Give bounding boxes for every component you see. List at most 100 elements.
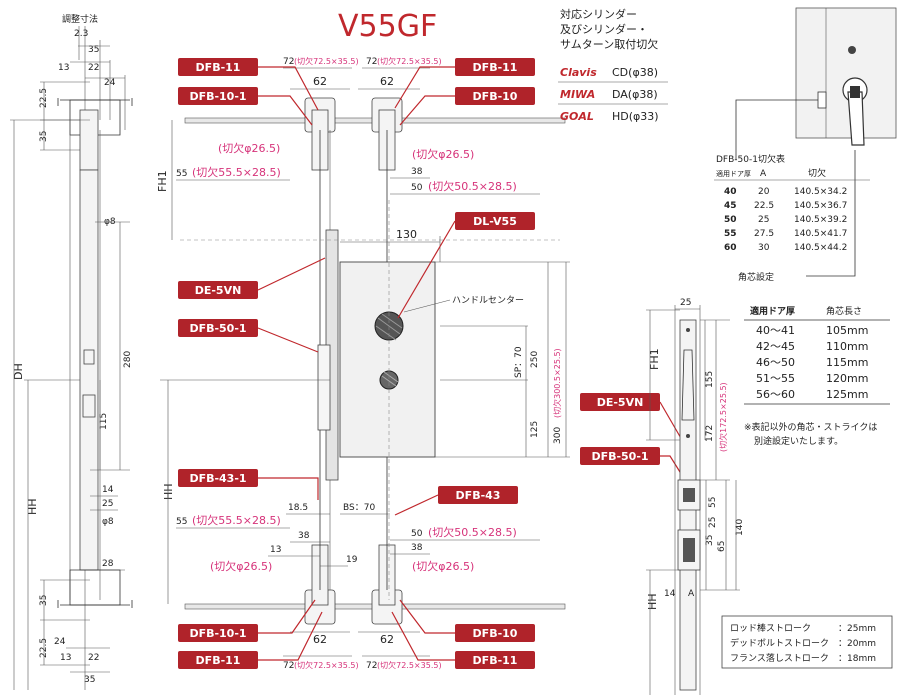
callout-dfb-10-1-bottom-left: DFB-10-1 [189, 627, 246, 640]
handle-center-label: ハンドルセンター [452, 295, 524, 306]
dfb501-r3-a: 27.5 [754, 229, 774, 239]
dfb501-header-cutout: 切欠 [808, 167, 826, 179]
stroke-rod-value: ：25mm [838, 624, 876, 634]
dim-72-bl: 72 [283, 661, 294, 671]
dim-72-tl: 72 [283, 57, 294, 67]
brand-goal: GOAL [560, 110, 594, 123]
dim-62-br: 62 [380, 633, 394, 646]
dim-dh: DH [12, 363, 25, 380]
dim-13-bottom: 13 [60, 653, 71, 663]
spindle-header-length: 角芯長さ [826, 305, 862, 317]
dim-22-bottom: 22 [88, 653, 99, 663]
cutout-title-line-2: 及びシリンダー・ [560, 22, 648, 36]
spindle-r4-length: 125mm [826, 388, 868, 401]
dim-35-right: 35 [705, 535, 715, 546]
dim-115: 115 [99, 413, 109, 430]
cutout-72-tl: (切欠72.5×35.5) [294, 56, 359, 66]
cutout-172-5: (切欠172.5×25.5) [718, 382, 728, 452]
stroke-flush-bolt-label: フランス落しストローク [730, 652, 829, 664]
stroke-flush-bolt-value: ：18mm [838, 654, 876, 664]
dim-172-right: 172 [705, 425, 715, 442]
brand-clavis: Clavis [560, 66, 597, 79]
callout-dfb-11-bottom-left: DFB-11 [196, 654, 241, 667]
dim-13-top: 13 [58, 63, 69, 73]
spindle-r4-thickness: 56～60 [756, 388, 795, 401]
spindle-r1-length: 110mm [826, 340, 868, 353]
dim-a-right: A [688, 589, 695, 599]
dim-65-right: 65 [717, 541, 727, 552]
dfb501-r0-cutout: 140.5×34.2 [794, 187, 847, 197]
dfb-50-1-cutout-table: DFB-50-1切欠表 適用ドア厚 A 切欠 40 20 140.5×34.2 … [714, 153, 870, 283]
dim-bs-70: BS：70 [343, 503, 375, 513]
cutout-phi26-5-tl: (切欠φ26.5) [218, 141, 280, 155]
dim-280: 280 [123, 351, 133, 368]
cutout-72-br: (切欠72.5×35.5) [377, 660, 442, 670]
cutout-72-bl: (切欠72.5×35.5) [294, 660, 359, 670]
dfb501-r4-cutout: 140.5×44.2 [794, 243, 847, 253]
cutout-title-line-3: サムターン取付切欠 [560, 37, 658, 51]
cutout-50-5-bottom: (切欠50.5×28.5) [428, 525, 517, 539]
dfb501-r4-a: 30 [758, 243, 770, 253]
dim-62-tr: 62 [380, 75, 394, 88]
right-side-view: 25 FH1 155 172 (切欠172.5×25.5) 55 25 35 1… [646, 298, 745, 695]
cutout-300-5: (切欠300.5×25.5) [552, 348, 562, 418]
callout-dfb-10-1-top-left: DFB-10-1 [189, 90, 246, 103]
dfb501-r2-cutout: 140.5×39.2 [794, 215, 847, 225]
spindle-r0-thickness: 40～41 [756, 324, 795, 337]
dim-18-5: 18.5 [288, 503, 308, 513]
dim-55-top: 55 [176, 169, 187, 179]
dim-fh1-right: FH1 [648, 348, 661, 370]
dim-62-tl: 62 [313, 75, 327, 88]
dfb501-header-a: A [760, 169, 767, 179]
dfb501-r0-thickness: 40 [724, 187, 737, 197]
stroke-rod-label: ロッド棒ストローク [730, 622, 811, 634]
center-main-view: 72 (切欠72.5×35.5) 72 (切欠72.5×35.5) 62 62 … [156, 56, 570, 671]
callout-dfb-11-top-right: DFB-11 [473, 61, 518, 74]
dim-250: 250 [530, 351, 540, 368]
cylinder-cutout-table: 対応シリンダー 及びシリンダー・ サムターン取付切欠 Clavis CD(φ38… [558, 7, 668, 123]
cutout-72-tr: (切欠72.5×35.5) [377, 56, 442, 66]
dim-25-left: 25 [102, 499, 113, 509]
code-goal: HD(φ33) [612, 110, 659, 123]
dfb501-r4-thickness: 60 [724, 243, 737, 253]
cutout-55-5-bottom: (切欠55.5×28.5) [192, 513, 281, 527]
callout-de-5vn: DE-5VN [195, 284, 242, 297]
brand-miwa: MIWA [560, 88, 595, 101]
dim-35-top: 35 [88, 45, 99, 55]
adjust-dimension-header: 調整寸法 [62, 13, 98, 25]
dim-19: 19 [346, 555, 358, 565]
spindle-length-table: 適用ドア厚 角芯長さ 40～41 105mm 42～45 110mm 46～50… [744, 305, 890, 447]
dfb501-header-thickness: 適用ドア厚 [716, 169, 751, 178]
dim-22-top: 22 [88, 63, 99, 73]
code-clavis: CD(φ38) [612, 66, 658, 79]
dim-hh-left: HH [26, 498, 39, 515]
dim-62-bl: 62 [313, 633, 327, 646]
stroke-deadbolt-value: ：20mm [838, 639, 876, 649]
cutout-phi26-5-bl: (切欠φ26.5) [210, 559, 272, 573]
callout-dl-v55: DL-V55 [473, 215, 517, 228]
spindle-r3-thickness: 51～55 [756, 372, 795, 385]
dfb501-r3-cutout: 140.5×41.7 [794, 229, 847, 239]
dim-28-left: 28 [102, 559, 114, 569]
dfb501-r1-cutout: 140.5×36.7 [794, 201, 847, 211]
dim-13-center: 13 [270, 545, 281, 555]
callout-dfb-43: DFB-43 [456, 489, 501, 502]
callout-dfb-10-top-right: DFB-10 [473, 90, 518, 103]
dfb501-table-title: DFB-50-1切欠表 [716, 153, 785, 165]
dim-55-bottom: 55 [176, 517, 187, 527]
dim-72-br: 72 [366, 661, 377, 671]
code-miwa: DA(φ38) [612, 88, 658, 101]
dfb501-r2-thickness: 50 [724, 215, 737, 225]
dfb501-r0-a: 20 [758, 187, 770, 197]
dim-38-bottom-l: 38 [298, 531, 310, 541]
dim-50-bottom: 50 [411, 529, 423, 539]
dim-24-bottom: 24 [54, 637, 66, 647]
cutout-55-5-top: (切欠55.5×28.5) [192, 165, 281, 179]
spindle-header-thickness: 適用ドア厚 [750, 305, 795, 317]
dim-155-right: 155 [705, 371, 715, 388]
dim-fh1-center: FH1 [156, 170, 169, 192]
spindle-note-line-1: ※表記以外の角芯・ストライクは [744, 421, 877, 433]
spindle-setting-label: 角芯設定 [738, 271, 774, 283]
dfb501-r1-a: 22.5 [754, 201, 774, 211]
cutout-title-line-1: 対応シリンダー [560, 7, 637, 21]
